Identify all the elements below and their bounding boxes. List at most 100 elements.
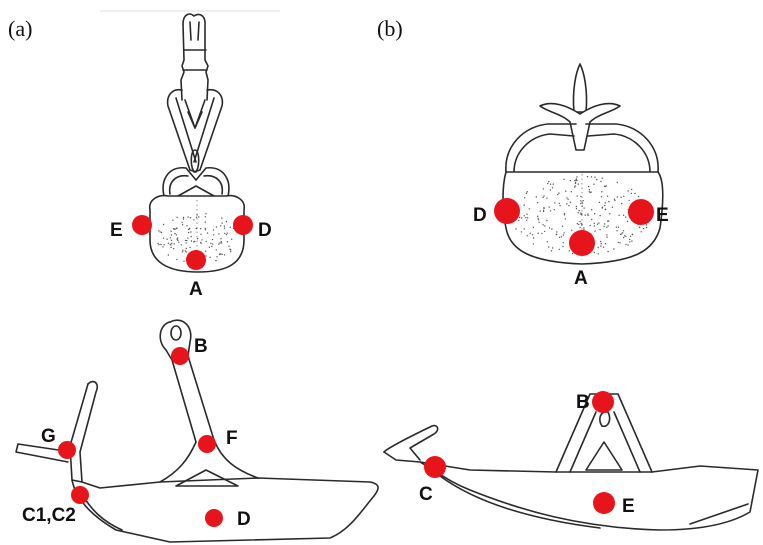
marker-label-C1C2: C1,C2: [22, 505, 76, 526]
stipple-dot: [567, 199, 568, 200]
stipple-dot: [526, 220, 527, 221]
stipple-dot: [631, 193, 632, 194]
stipple-dot: [207, 232, 208, 233]
stipple-dot: [220, 225, 221, 226]
stipple-dot: [201, 239, 202, 240]
stipple-dot: [524, 228, 525, 229]
stipple-dot: [601, 243, 602, 244]
stipple-dot: [171, 243, 172, 244]
stipple-dot: [170, 237, 171, 238]
stipple-dot: [550, 210, 551, 211]
stipple-dot: [189, 228, 190, 229]
stipple-dot: [572, 253, 573, 254]
marker-label-E: E: [656, 205, 669, 226]
stipple-dot: [600, 245, 601, 246]
stipple-dot: [221, 217, 222, 218]
stipple-dot: [618, 227, 619, 228]
stipple-dot: [605, 209, 606, 210]
stipple-dot: [216, 226, 217, 227]
marker-label-D: D: [473, 205, 487, 226]
stipple-dot: [606, 237, 607, 238]
stipple-dot: [526, 193, 527, 194]
stipple-dot: [601, 191, 602, 192]
stipple-dot: [559, 237, 560, 238]
stipple-dot: [190, 231, 191, 232]
stipple-dot: [164, 244, 165, 245]
stipple-dot: [527, 217, 528, 218]
stipple-dot: [618, 242, 619, 243]
stipple-dot: [515, 228, 516, 229]
stipple-dot: [527, 191, 528, 192]
stipple-dot: [185, 240, 186, 241]
stipple-dot: [216, 249, 217, 250]
stipple-dot: [579, 227, 580, 228]
stipple-dot: [524, 215, 525, 216]
stipple-dot: [222, 254, 223, 255]
stipple-dot: [212, 243, 213, 244]
stipple-dot: [599, 215, 600, 216]
stipple-dot: [591, 176, 592, 177]
stipple-dot: [578, 224, 579, 225]
stipple-dot: [186, 248, 187, 249]
stipple-dot: [176, 259, 177, 260]
stipple-dot: [221, 222, 222, 223]
stipple-dot: [597, 224, 598, 225]
marker-label-F: F: [226, 428, 238, 449]
markers-panel-a-bottom: B F G C1,C2 D: [22, 336, 251, 530]
stipple-dot: [634, 193, 635, 194]
stipple-dot: [533, 243, 534, 244]
stipple-dot: [593, 184, 594, 185]
stipple-dot: [526, 214, 527, 215]
stipple-dot: [533, 227, 534, 228]
stipple-dot: [625, 217, 626, 218]
stipple-dot: [576, 176, 577, 177]
stipple-dot: [554, 209, 555, 210]
stipple-dot: [519, 217, 520, 218]
stipple-dot: [170, 244, 171, 245]
stipple-dot: [544, 231, 545, 232]
marker-dot-C1C2: [71, 486, 89, 504]
stipple-dot: [598, 222, 599, 223]
stipple-dot: [231, 239, 232, 240]
stipple-dot: [550, 189, 551, 190]
stipple-dot: [540, 210, 541, 211]
stipple-dot: [594, 213, 595, 214]
stipple-dot: [198, 216, 199, 217]
stipple-dot: [216, 256, 217, 257]
stipple-dot: [205, 229, 206, 230]
stipple-dot: [205, 255, 206, 256]
stipple-dot: [557, 194, 558, 195]
stipple-dot: [606, 227, 607, 228]
stipple-dot: [544, 225, 545, 226]
stipple-dot: [187, 238, 188, 239]
stipple-dot: [537, 218, 538, 219]
stipple-dot: [607, 220, 608, 221]
stipple-dot: [596, 179, 597, 180]
stipple-dot: [616, 230, 617, 231]
stipple-dot: [602, 177, 603, 178]
stipple-dot: [571, 191, 572, 192]
marker-label-E: E: [110, 220, 123, 241]
stipple-dot: [565, 218, 566, 219]
stipple-dot: [608, 201, 609, 202]
stipple-dot: [230, 249, 231, 250]
stipple-dot: [538, 219, 539, 220]
stipple-dot: [224, 225, 225, 226]
stipple-dot: [533, 237, 534, 238]
marker-label-D: D: [237, 509, 251, 530]
stipple-dot: [631, 189, 632, 190]
stipple-dot: [580, 200, 581, 201]
stipple-dot: [614, 200, 615, 201]
stipple-dot: [525, 217, 526, 218]
stipple-dot: [556, 231, 557, 232]
stipple-dot: [538, 233, 539, 234]
stipple-dot: [639, 227, 640, 228]
stipple-dot: [183, 261, 184, 262]
stipple-dot: [538, 222, 539, 223]
stipple-dot: [549, 206, 550, 207]
stipple-dot: [629, 241, 630, 242]
stipple-dot: [579, 221, 580, 222]
stipple-dot: [600, 241, 601, 242]
stipple-dot: [213, 234, 214, 235]
stipple-dot: [632, 234, 633, 235]
